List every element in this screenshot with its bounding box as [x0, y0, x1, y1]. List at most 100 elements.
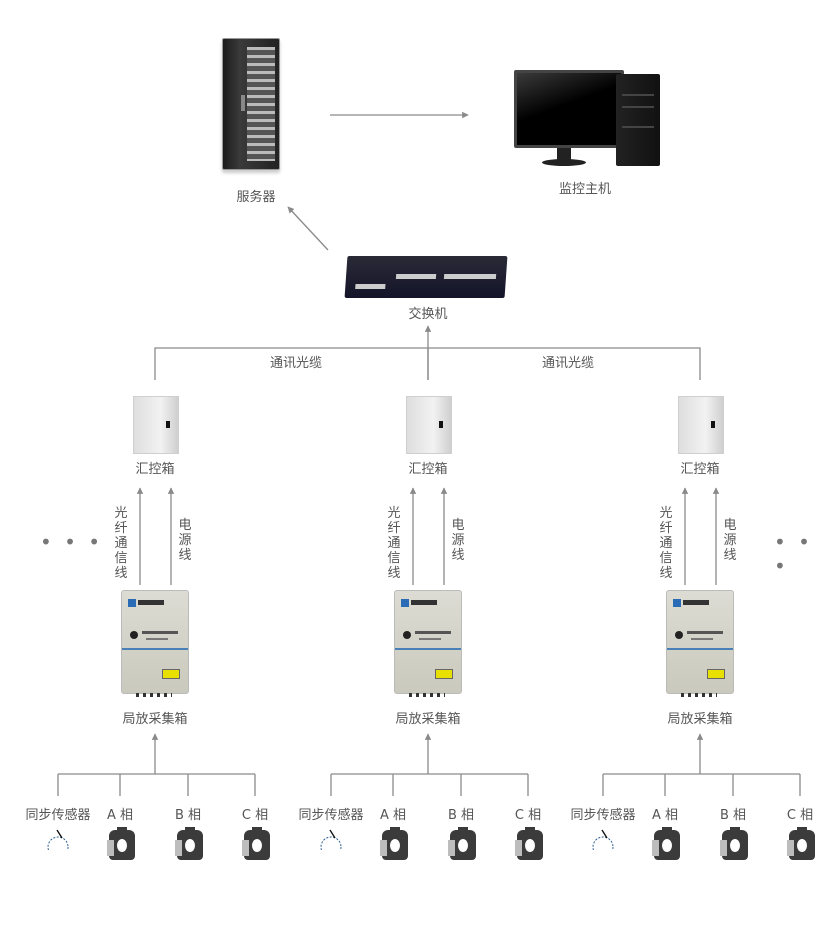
- blue-stripe: [395, 648, 461, 650]
- control-cabinet-label: 汇控箱: [135, 462, 175, 477]
- sensor-label: 同步传感器: [298, 808, 364, 823]
- brand-text: [411, 600, 437, 605]
- model-text: [687, 631, 723, 634]
- sensor-label: C 相: [241, 808, 269, 823]
- switch-label: 交换机: [408, 307, 448, 322]
- ct-terminal: [448, 840, 455, 856]
- switch-ports: [395, 274, 437, 279]
- pd-collector-label: 局放采集箱: [667, 712, 733, 727]
- control-cabinet-label: 汇控箱: [408, 462, 448, 477]
- ct-aperture: [458, 839, 468, 852]
- switch-ports: [355, 284, 386, 289]
- current-transformer-icon: [652, 827, 680, 860]
- control-cabinet-label: 汇控箱: [680, 462, 720, 477]
- ct-terminal: [175, 840, 182, 856]
- pc-tower: [616, 74, 660, 166]
- warning-sticker-icon: [707, 669, 725, 679]
- ct-clip: [662, 827, 672, 831]
- ct-clip: [730, 827, 740, 831]
- cable-label-left: 通讯光缆: [269, 356, 323, 371]
- monitor-base: [542, 159, 586, 166]
- sync-sensor-icon: [592, 829, 614, 850]
- power-line-label: 电源线: [723, 518, 737, 563]
- ct-aperture: [390, 839, 400, 852]
- blue-stripe: [122, 648, 188, 650]
- ct-clip: [797, 827, 807, 831]
- sensor-label: B 相: [174, 808, 202, 823]
- sensor-label: A 相: [379, 808, 407, 823]
- ct-terminal: [652, 840, 659, 856]
- current-transformer-icon: [787, 827, 815, 860]
- ct-aperture: [117, 839, 127, 852]
- ct-clip: [458, 827, 468, 831]
- pd-collector-box-icon: [666, 590, 734, 697]
- ct-terminal: [787, 840, 794, 856]
- monitor-screen: [514, 70, 624, 148]
- server-label: 服务器: [236, 190, 276, 205]
- continuation-dots-right: • • •: [774, 530, 813, 578]
- control-cabinet-icon: [133, 396, 179, 454]
- ct-terminal: [720, 840, 727, 856]
- ct-aperture: [525, 839, 535, 852]
- current-transformer-icon: [720, 827, 748, 860]
- current-transformer-icon: [242, 827, 270, 860]
- model-text: [142, 631, 178, 634]
- sensor-label: C 相: [514, 808, 542, 823]
- brand-logo-icon: [401, 599, 409, 607]
- brand-logo-icon: [128, 599, 136, 607]
- fiber-line-label: 光纤通信线: [659, 506, 673, 581]
- desktop-computer-icon: [514, 70, 664, 170]
- ct-aperture: [797, 839, 807, 852]
- ct-clip: [390, 827, 400, 831]
- ct-aperture: [185, 839, 195, 852]
- model-text: [415, 631, 451, 634]
- server-handle: [241, 95, 245, 111]
- cabinet-lock: [711, 421, 715, 428]
- pd-collector-box-icon: [121, 590, 189, 697]
- ct-terminal: [380, 840, 387, 856]
- current-transformer-icon: [175, 827, 203, 860]
- ct-clip: [525, 827, 535, 831]
- sensor-label: B 相: [719, 808, 747, 823]
- arrow-switch-to-server: [287, 206, 329, 251]
- cable-label-right: 通讯光缆: [541, 356, 595, 371]
- sensor-label: A 相: [106, 808, 134, 823]
- continuation-dots-left: • • •: [40, 530, 104, 554]
- ct-aperture: [252, 839, 262, 852]
- server-rack-icon: [222, 38, 280, 170]
- sensor-label: C 相: [786, 808, 814, 823]
- fiber-line-label: 光纤通信线: [114, 506, 128, 581]
- current-transformer-icon: [448, 827, 476, 860]
- cable-glands: [409, 693, 445, 697]
- ct-aperture: [730, 839, 740, 852]
- control-cabinet-icon: [406, 396, 452, 454]
- ct-aperture: [662, 839, 672, 852]
- drive-bay: [622, 126, 654, 128]
- ct-clip: [185, 827, 195, 831]
- drive-bay: [622, 106, 654, 108]
- brand-text: [683, 600, 709, 605]
- network-switch-icon: [344, 256, 508, 298]
- monitor-host-label: 监控主机: [558, 182, 612, 197]
- pd-collector-box-icon: [394, 590, 462, 697]
- control-cabinet-icon: [678, 396, 724, 454]
- current-transformer-icon: [380, 827, 408, 860]
- brand-text: [138, 600, 164, 605]
- current-transformer-icon: [107, 827, 135, 860]
- current-transformer-icon: [515, 827, 543, 860]
- ct-terminal: [107, 840, 114, 856]
- warning-sticker-icon: [435, 669, 453, 679]
- pd-collector-label: 局放采集箱: [395, 712, 461, 727]
- sensor-label: 同步传感器: [570, 808, 636, 823]
- sensor-label: 同步传感器: [25, 808, 91, 823]
- brand-logo-icon: [673, 599, 681, 607]
- server-front-panel: [247, 47, 275, 161]
- sensor-label: B 相: [447, 808, 475, 823]
- cable-glands: [136, 693, 172, 697]
- cabinet-lock: [439, 421, 443, 428]
- connector-knob: [675, 631, 683, 639]
- model-subtext: [146, 638, 168, 640]
- warning-sticker-icon: [162, 669, 180, 679]
- drive-bay: [622, 94, 654, 96]
